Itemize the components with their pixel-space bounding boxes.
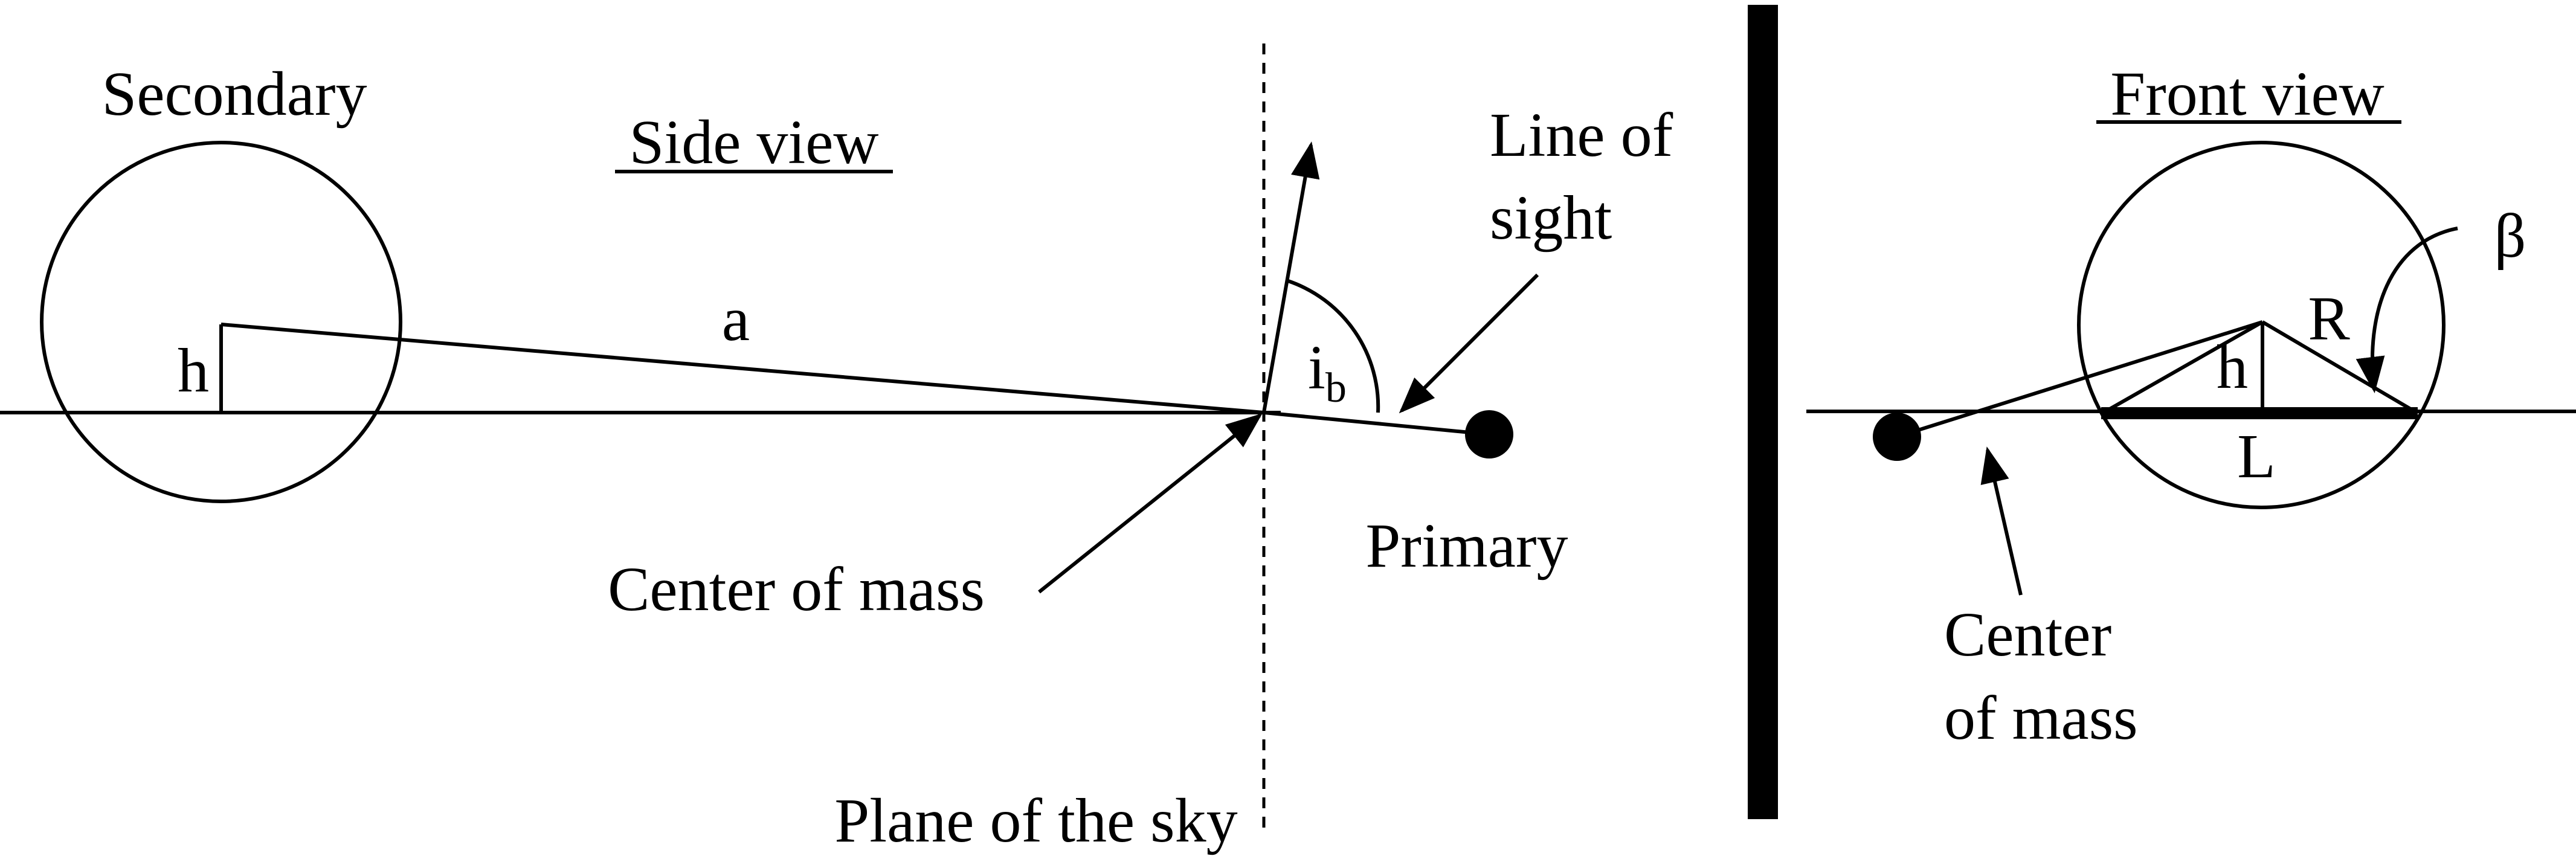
radius-r-line (2261, 320, 2419, 415)
inclination-label: ib (1308, 333, 1347, 411)
beta-arrow (2355, 227, 2458, 393)
secondary-label: Secondary (102, 59, 367, 129)
panel-divider (1748, 5, 1778, 819)
front-h-label: h (2217, 332, 2248, 402)
line-of-sight-arrow (1399, 273, 1539, 414)
front-view-panel: Front view β R h L Center of mass (1806, 59, 2576, 753)
chord-l-label: L (2237, 422, 2276, 491)
secondary-circle (40, 141, 402, 503)
center-to-primary-line (1263, 411, 1490, 436)
front-view-title: Front view (2110, 59, 2384, 129)
primary-label: Primary (1365, 511, 1568, 581)
primary-dot (1465, 410, 1513, 458)
center-of-mass-arrow (1038, 413, 1263, 594)
center-of-mass-label: Center of mass (608, 555, 985, 624)
side-h-label: h (178, 336, 209, 405)
line-of-sight-label: Line of (1490, 100, 1673, 170)
orbit-normal-arrow (1262, 141, 1320, 413)
separation-a-line (221, 323, 1264, 414)
front-center-of-mass-label: Center (1944, 600, 2111, 669)
beta-label: β (2494, 201, 2526, 271)
radius-r-label: R (2308, 284, 2350, 353)
front-center-of-mass-arrow (1980, 446, 2023, 596)
side-view-panel: ib Secondary Side view h a Line of sight… (0, 43, 1673, 855)
inclination-arc (1287, 279, 1380, 413)
plane-of-sky-label: Plane of the sky (834, 786, 1237, 855)
side-view-title: Side view (629, 108, 878, 177)
triangle-left-side (2101, 320, 2264, 415)
apex-to-primary-line (1896, 320, 2263, 439)
separation-a-label: a (722, 285, 750, 354)
front-secondary-circle (2077, 141, 2446, 509)
front-center-of-mass-label-line2: of mass (1944, 683, 2138, 753)
front-primary-dot (1873, 413, 1921, 461)
line-of-sight-label-line2: sight (1490, 183, 1612, 253)
